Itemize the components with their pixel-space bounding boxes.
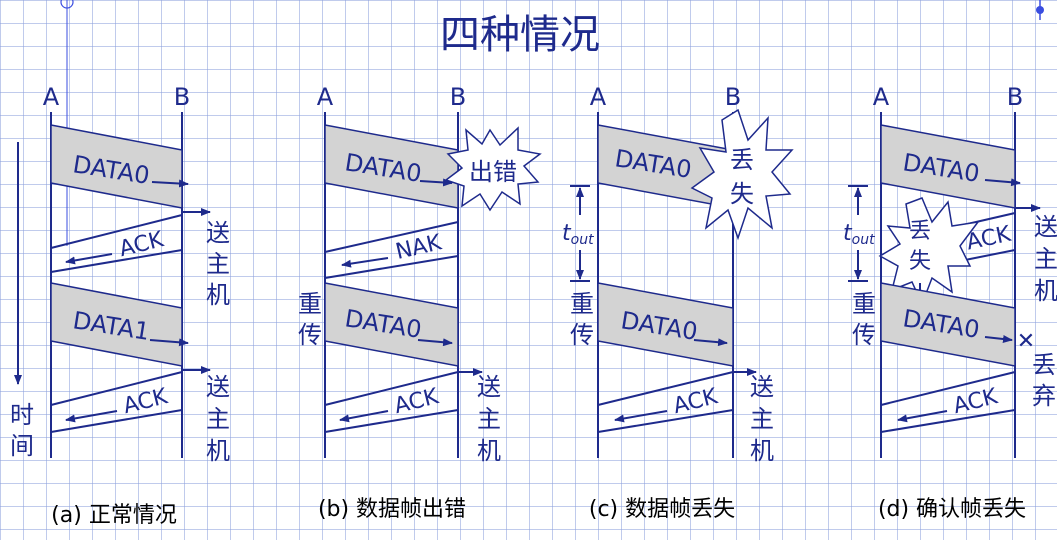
discard-char: 弃	[1032, 382, 1056, 410]
deliver-char: 主	[1034, 245, 1057, 273]
panel-caption: (a) 正常情况	[51, 503, 177, 528]
ack-line	[50, 214, 183, 249]
data-frame-band	[324, 124, 459, 209]
nak-line	[324, 255, 459, 279]
timeout-interval: tout	[562, 185, 594, 282]
data-frame-band	[597, 282, 734, 367]
frame-arrow	[149, 338, 189, 347]
deliver-char: 主	[206, 250, 230, 278]
timeout-label: tout	[843, 221, 875, 248]
deliver-char: 机	[750, 437, 774, 465]
data-frame-band	[324, 282, 459, 367]
ack-arrow	[614, 410, 668, 423]
time-label-char: 间	[10, 432, 34, 460]
lost-burst-char: 失	[730, 180, 754, 208]
deliver-char: 送	[477, 373, 501, 401]
panel-caption: (b) 数据帧出错	[318, 497, 466, 522]
discard-char: 丢	[1032, 351, 1056, 379]
retransmit-char: 重	[570, 290, 594, 318]
frame-arrow	[417, 338, 453, 347]
discard-mark: ✕	[1017, 329, 1035, 354]
retransmit-char: 重	[852, 290, 876, 318]
deliver-char: 机	[477, 437, 501, 465]
ack-arrow	[65, 253, 113, 265]
ack-arrow	[65, 410, 118, 423]
panel-caption: (d) 确认帧丢失	[878, 497, 1026, 522]
lost-burst	[690, 108, 794, 241]
deliver-char: 机	[1034, 277, 1057, 305]
deliver-char: 机	[206, 281, 230, 309]
retransmit-char: 传	[852, 321, 876, 349]
lost-burst-char: 丢	[730, 146, 754, 174]
timeout-interval: tout	[843, 185, 875, 282]
deliver-char: 送	[750, 373, 774, 401]
ack-line	[597, 409, 734, 433]
ack-line	[880, 409, 1016, 433]
data-frame-band	[50, 282, 183, 367]
timeout-label: tout	[562, 221, 594, 248]
ack-line	[50, 249, 183, 273]
frame-arrow	[984, 335, 1013, 343]
data-frame-band	[880, 282, 1016, 367]
deliver-char: 主	[206, 405, 230, 433]
panel-a: A B DATA0 ACK 送 主 机 DATA1 ACK 送 主 机 时 间 …	[10, 83, 230, 528]
decorative-pin	[60, 0, 74, 246]
panel-c: A B DATA0 丢 失 tout 重 传 DATA0 ACK 送 主 机 (…	[562, 83, 794, 522]
station-a-label: A	[590, 83, 607, 111]
error-burst-label: 出错	[469, 158, 517, 186]
ack-arrow	[897, 410, 948, 423]
station-a-label: A	[873, 83, 890, 111]
ack-label: ACK	[117, 227, 167, 262]
lost-burst-char: 失	[909, 249, 931, 274]
deliver-char: 机	[206, 437, 230, 465]
station-a-label: A	[317, 83, 334, 111]
decorative-dot-right	[1036, 6, 1044, 14]
deliver-char: 主	[477, 405, 501, 433]
data-frame-band	[50, 124, 183, 209]
frame-arrow	[419, 178, 453, 187]
ack-line	[880, 371, 1016, 406]
deliver-char: 送	[1034, 213, 1057, 241]
ack-line	[50, 409, 183, 433]
station-b-label: B	[725, 83, 741, 111]
ack-line	[324, 371, 459, 406]
nak-arrow	[341, 257, 389, 268]
retransmit-char: 传	[570, 321, 594, 349]
station-a-label: A	[43, 83, 60, 111]
frame-arrow	[693, 338, 728, 347]
frame-arrow	[984, 178, 1021, 187]
panel-caption: (c) 数据帧丢失	[589, 497, 735, 522]
station-b-label: B	[174, 83, 190, 111]
station-b-label: B	[1007, 83, 1023, 111]
page-title: 四种情况	[440, 12, 600, 58]
ack-line	[597, 371, 734, 406]
station-b-label: B	[450, 83, 466, 111]
retransmit-char: 重	[298, 290, 322, 318]
panel-b: A B DATA0 出错 NAK 重 传 DATA0 ACK 送 主 机 (b)…	[298, 83, 542, 522]
frame-arrow	[151, 179, 189, 188]
nak-line	[324, 221, 459, 253]
ack-arrow	[339, 410, 389, 423]
ack-line	[324, 409, 459, 433]
deliver-char: 送	[206, 373, 230, 401]
time-label-char: 时	[10, 401, 34, 429]
ack-line	[50, 371, 183, 406]
deliver-char: 送	[206, 219, 230, 247]
error-burst	[444, 126, 542, 212]
retransmit-char: 传	[298, 321, 322, 349]
lost-burst-char: 丢	[909, 219, 931, 244]
deliver-char: 主	[750, 405, 774, 433]
panel-d: A B DATA0 ACK 送 主 机 丢 失 ! tout 重 传 DATA0…	[843, 83, 1057, 522]
